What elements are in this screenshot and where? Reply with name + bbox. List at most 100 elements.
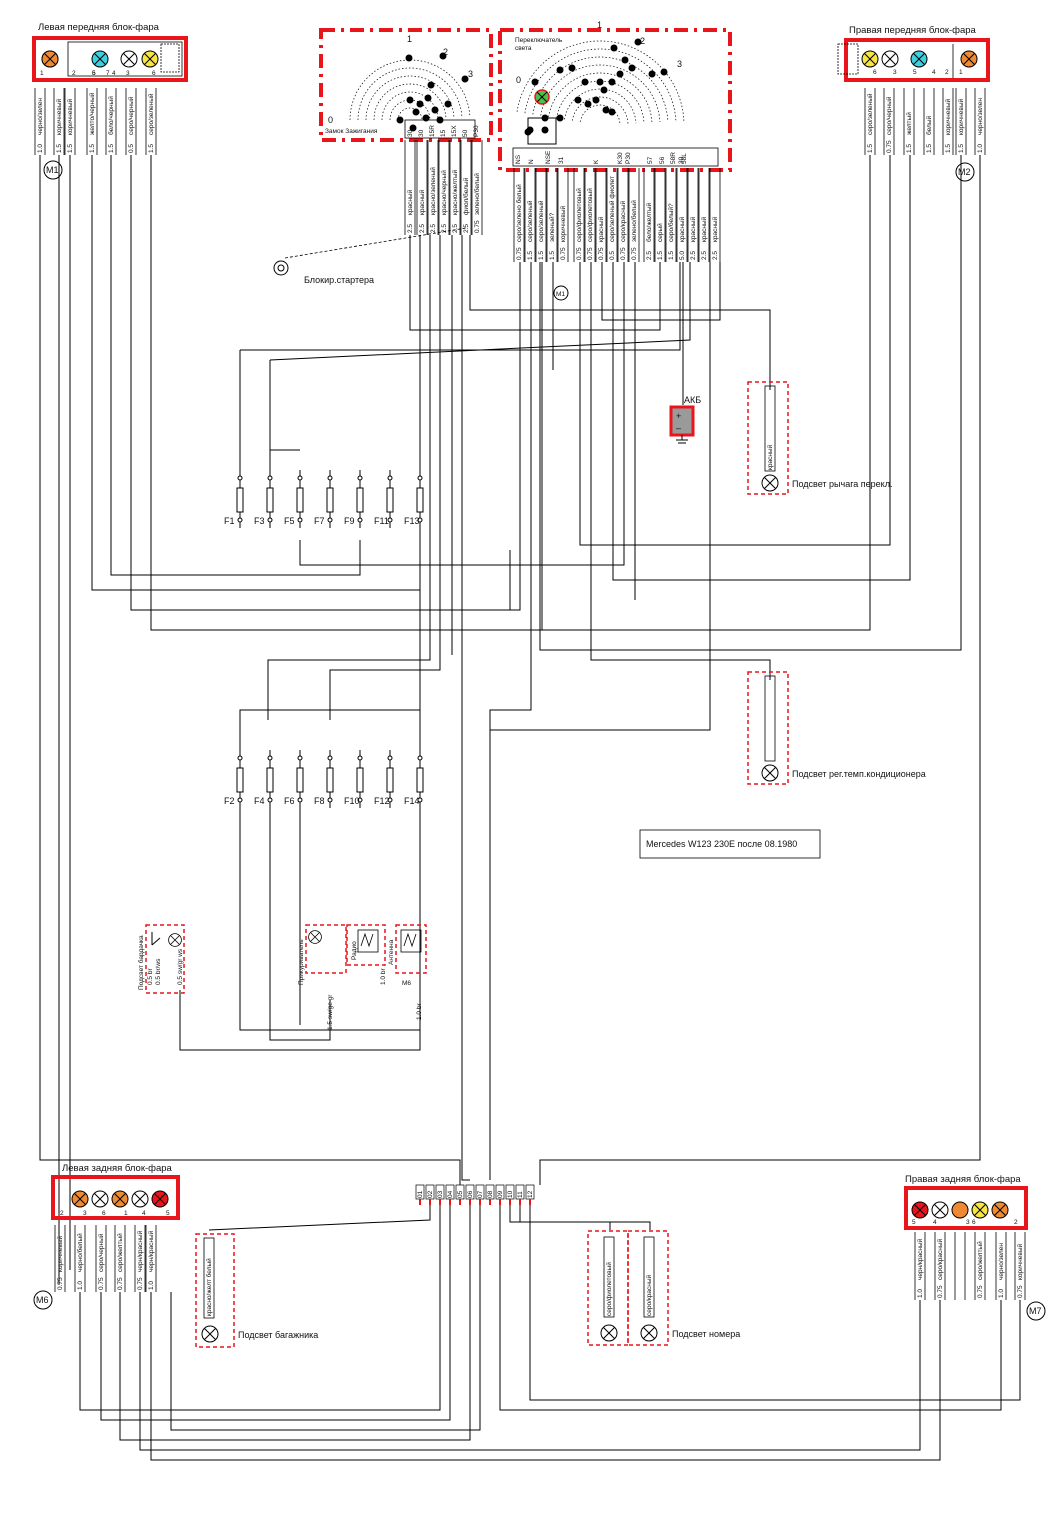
fuse-top-label-5: F11 <box>374 516 389 526</box>
fl-wire-gauge-4: 1.5 <box>108 144 115 153</box>
ign-contact-0 <box>405 54 413 62</box>
ls-wire-gauge-16: 2.5 <box>701 251 708 260</box>
ls-contact-12 <box>568 64 576 72</box>
ls-contact-3 <box>628 64 636 72</box>
ls-wire-color-7: красный <box>597 216 605 242</box>
fl-pin-1: 6 <box>92 70 96 77</box>
wire-route-33 <box>179 990 421 1051</box>
ls-wire-gauge-8: 0.5 <box>609 251 616 260</box>
wire-route-24 <box>590 262 771 680</box>
fuse-bottom-bp-3 <box>327 797 333 803</box>
fuse-top-label-4: F9 <box>344 516 355 526</box>
fr-wire-gauge-3: 1.5 <box>926 144 933 153</box>
ignition-label: Замок Зажигания <box>325 128 378 135</box>
ign-contact-6 <box>431 106 439 114</box>
ls-wire-color-0: серо/зелено белый <box>515 184 523 242</box>
ls-wire-color-17: красный <box>711 216 719 242</box>
conn-pin-9: 10 <box>507 1190 514 1198</box>
ls-wire-gauge-11: 2.5 <box>646 251 653 260</box>
front-right-motor: M2 <box>958 167 971 177</box>
wire-route-20 <box>489 262 532 1180</box>
fuse-bottom-tp-2 <box>297 755 303 761</box>
fl-pin-3: 5 <box>92 70 96 77</box>
ls-wire-gauge-13: 1.5 <box>668 251 675 260</box>
antenna-label: Антенна <box>388 939 395 965</box>
fuse-bottom-body-4 <box>356 767 364 793</box>
fuse-bottom-tp-6 <box>417 755 423 761</box>
wire-route-8 <box>239 235 421 1031</box>
rr-wire-gauge-1: 0.75 <box>937 1285 944 1298</box>
rl-wire-gauge-3: 0.75 <box>117 1277 124 1290</box>
light-switch-label-1: Переключатель <box>515 37 563 44</box>
fr-wire-color-5: коричневый <box>957 99 965 135</box>
trunk-light-highlight <box>195 1233 235 1348</box>
fl-wire-color-1: коричневый <box>55 99 63 135</box>
fr-wire-color-2: желтый <box>905 112 913 135</box>
fr-pin-0: 6 <box>873 69 877 76</box>
light-switch-indicator <box>534 89 550 105</box>
ls-wire-color-5: серо/фиолетовый <box>575 188 583 242</box>
ls-bridge <box>527 117 557 145</box>
ls-wire-gauge-10: 0.75 <box>631 247 638 260</box>
ls-term-3: 31 <box>558 156 565 164</box>
front-right-title: Правая передняя блок-фара <box>849 25 977 36</box>
ls-wire-gauge-1: 1.5 <box>527 251 534 260</box>
ls-term-8: 56 <box>659 156 666 164</box>
ign-wire-color-4: красно/желтый <box>451 169 459 215</box>
rl-wire-gauge-1: 1.0 <box>77 1281 84 1290</box>
ign-wire-color-1: красный <box>418 189 426 215</box>
ignition-switch-arcs <box>349 52 471 132</box>
plate-light-holder-1 <box>603 1236 615 1318</box>
ign-contact-4 <box>416 100 424 108</box>
ls-wire-gauge-14: 5.0 <box>679 251 686 260</box>
wire-route-6 <box>150 155 871 631</box>
ign-term-0: 30 <box>407 129 414 137</box>
ls-contact-11 <box>556 66 564 74</box>
fl-wire-gauge-2: 1.5 <box>67 144 74 153</box>
plate-light-label: Подсвет номера <box>672 1329 740 1339</box>
rr-wire-color-4: черно/зелен <box>998 1243 1005 1280</box>
ls-arc-5 <box>540 64 661 123</box>
front-right-wire-labels: 1.5серо/зеленый0.75серо/черный1.5желтый1… <box>864 88 986 155</box>
ign-wire-gauge-2: 2.5 <box>430 224 437 233</box>
ls-wire-color-8: серо/зеленый фиолет <box>608 176 616 242</box>
ls-contact-19 <box>608 108 616 116</box>
rl-wire-gauge-5: 1.0 <box>148 1281 155 1290</box>
fuse-bottom-tp-5 <box>387 755 393 761</box>
ls-term-11: 30 <box>678 156 685 164</box>
fl-wire-gauge-0: 1.0 <box>37 144 44 153</box>
fuse-top-label-1: F3 <box>254 516 265 526</box>
battery-minus-icon: – <box>676 423 681 433</box>
wire-route-32 <box>539 155 981 1185</box>
ls-contact-2 <box>621 56 629 64</box>
ls-wire-color-13: серо/белый? <box>667 203 675 242</box>
lighter-icon <box>308 930 322 944</box>
fl-wire-color-2: коричневый <box>66 99 74 135</box>
wire-route-41 <box>170 1205 481 1431</box>
fuse-bottom-body-5 <box>386 767 394 793</box>
fuse-bottom-bp-5 <box>387 797 393 803</box>
rear-right-wire-labels: 1.0черн/красный0.75серо/красный0.75серо/… <box>914 1232 1026 1300</box>
rl-wire-gauge-0: 0.75 <box>57 1277 64 1290</box>
ign-term-5: 50 <box>462 129 469 137</box>
ign-arc-4 <box>365 75 455 121</box>
fuse-top-tp-1 <box>267 475 273 481</box>
conn-pin-10: 11 <box>517 1191 524 1198</box>
front-left-socket <box>67 41 183 77</box>
fl-pin-7: 6 <box>152 70 156 77</box>
ls-term-0: NS <box>515 154 522 164</box>
plate-light-wire-2: серо/красный <box>645 1275 653 1316</box>
ls-contact-4 <box>616 70 624 78</box>
ls-term-4: K <box>593 159 600 164</box>
fuse-bottom-bp-6 <box>417 797 423 803</box>
wire-route-30 <box>490 262 711 731</box>
rl-wire-color-1: черно/белый <box>76 1233 84 1272</box>
fr-pin-5: 2 <box>945 69 949 76</box>
ign-term-3: 15 <box>440 129 447 137</box>
